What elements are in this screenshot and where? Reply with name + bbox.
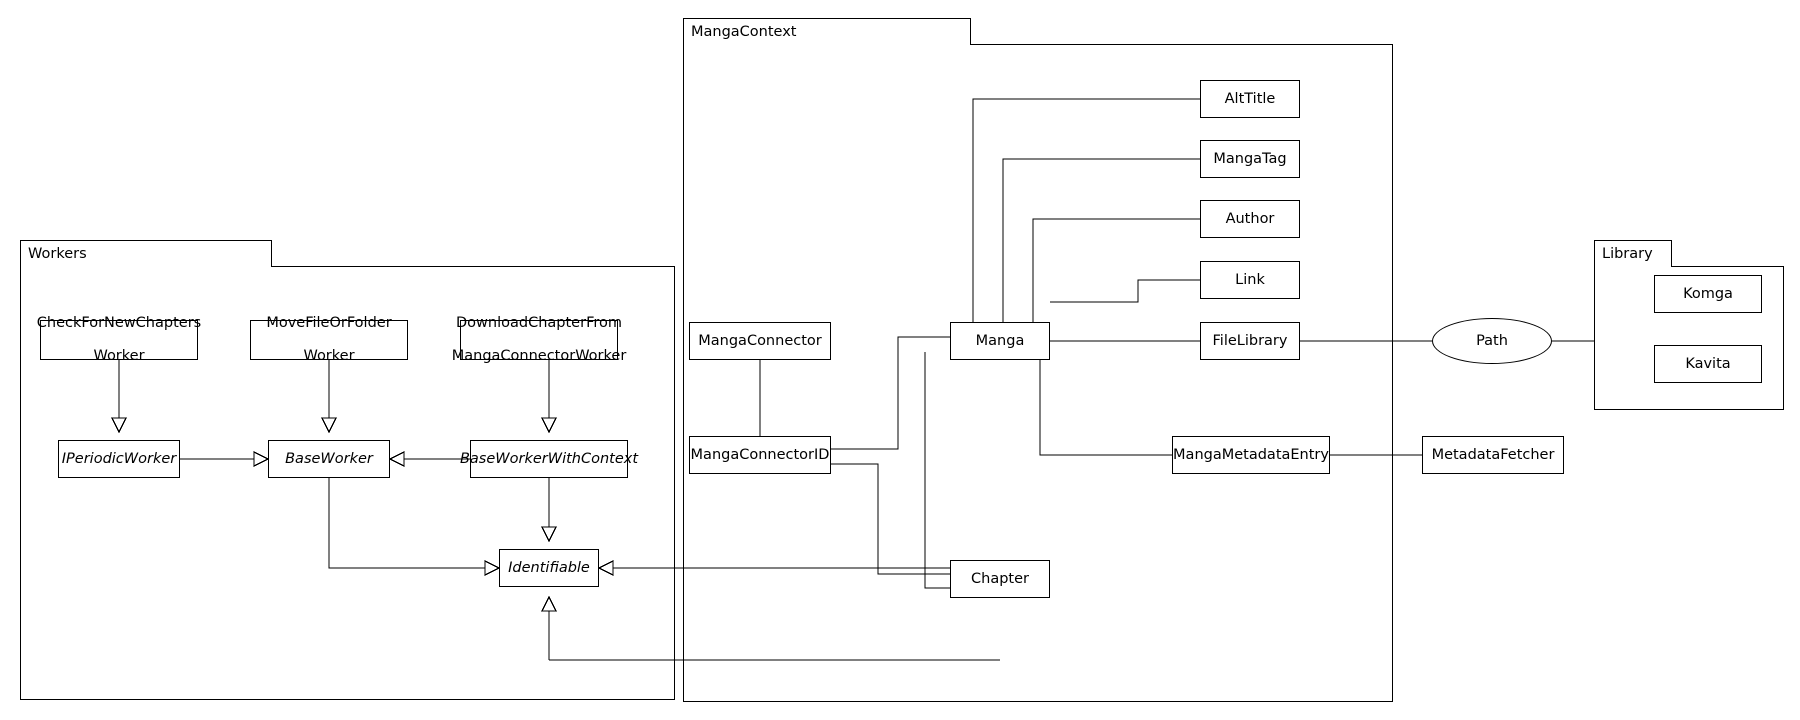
class-box-iperiodicworker[interactable]: IPeriodicWorker xyxy=(58,440,180,478)
class-box-label-line: MangaConnector xyxy=(698,332,822,349)
package-library-label: Library xyxy=(1594,240,1672,267)
arrowhead-identifiable-right xyxy=(597,560,614,576)
class-box-mangaconnector[interactable]: MangaConnector xyxy=(689,322,831,360)
class-box-mangametadataentry[interactable]: MangaMetadataEntry xyxy=(1172,436,1330,474)
arrowhead-into-baseworker-left xyxy=(253,451,270,467)
class-box-filelibrary[interactable]: FileLibrary xyxy=(1200,322,1300,360)
class-box-label-line: BaseWorkerWithContext xyxy=(459,450,639,467)
class-box-mangaconnectorid[interactable]: MangaConnectorID xyxy=(689,436,831,474)
class-box-label-line: MetadataFetcher xyxy=(1431,446,1555,463)
class-box-label-line: Komga xyxy=(1683,285,1733,302)
class-box-label-line: MangaConnectorID xyxy=(690,446,830,463)
class-box-label-line: CheckForNewChapters xyxy=(36,315,202,331)
edge-manga-to-chapter xyxy=(924,352,950,589)
arrowhead-identifiable-top xyxy=(541,526,557,543)
class-box-label-line: IPeriodicWorker xyxy=(61,450,177,467)
class-box-label-line: Author xyxy=(1225,210,1275,227)
class-box-author[interactable]: Author xyxy=(1200,200,1300,238)
class-box-alttitle[interactable]: AltTitle xyxy=(1200,80,1300,118)
package-workers-label: Workers xyxy=(20,240,272,267)
class-box-manga[interactable]: Manga xyxy=(950,322,1050,360)
arrowhead-identifiable-left xyxy=(484,560,501,576)
package-mangacontext-label: MangaContext xyxy=(683,18,971,45)
edge-manga-to-mangatag xyxy=(1002,158,1200,322)
arrowhead-into-baseworker-right xyxy=(388,451,405,467)
class-box-metadatafetcher[interactable]: MetadataFetcher xyxy=(1422,436,1564,474)
class-box-baseworker[interactable]: BaseWorker xyxy=(268,440,390,478)
class-box-label-line: Worker xyxy=(93,348,145,365)
arrowhead-identifiable-bottom xyxy=(541,595,557,612)
package-workers xyxy=(20,266,675,700)
arrowhead-basewithctx-top xyxy=(541,417,557,434)
class-box-chapter[interactable]: Chapter xyxy=(950,560,1050,598)
arrowhead-iperiodic xyxy=(111,417,127,434)
edge-baseworker-to-identifiable xyxy=(328,478,489,569)
class-box-label-line: Identifiable xyxy=(508,559,590,576)
class-box-label-line: MangaConnectorWorker xyxy=(451,348,627,365)
edge-manga-to-link xyxy=(1050,279,1200,303)
arrowhead-baseworker-top xyxy=(321,417,337,434)
class-box-label-line: MangaMetadataEntry xyxy=(1173,446,1329,463)
class-box-label-line: Link xyxy=(1235,271,1265,288)
class-box-label-line: Worker xyxy=(303,348,355,365)
package-mangacontext xyxy=(683,44,1393,702)
ellipse-path[interactable]: Path xyxy=(1432,318,1552,364)
class-box-identifiable[interactable]: Identifiable xyxy=(499,549,599,587)
class-box-label-line: Chapter xyxy=(971,570,1029,587)
edge-manga-to-metadataentry xyxy=(1039,360,1172,456)
package-library xyxy=(1594,266,1784,410)
class-box-label-line: Manga xyxy=(975,332,1025,349)
class-box-link[interactable]: Link xyxy=(1200,261,1300,299)
edge-manga-to-author xyxy=(1032,218,1200,322)
class-box-label-line: DownloadChapterFrom xyxy=(456,315,622,331)
class-box-label-line: MoveFileOrFolder xyxy=(266,315,392,331)
edge-id-to-chapter xyxy=(831,463,950,575)
edge-id-to-manga xyxy=(831,336,950,450)
class-box-label-line: FileLibrary xyxy=(1212,332,1288,349)
class-box-label-line: Kavita xyxy=(1685,355,1731,372)
class-box-komga[interactable]: Komga xyxy=(1654,275,1762,313)
class-box-label-line: BaseWorker xyxy=(285,450,373,467)
class-box-label-line: MangaTag xyxy=(1213,150,1287,167)
class-box-label-line: AltTitle xyxy=(1224,90,1276,107)
class-box-mangatag[interactable]: MangaTag xyxy=(1200,140,1300,178)
edge-manga-to-alttitle xyxy=(972,98,1200,322)
class-box-kavita[interactable]: Kavita xyxy=(1654,345,1762,383)
class-box-baseworkerwithcontext[interactable]: BaseWorkerWithContext xyxy=(460,440,638,478)
